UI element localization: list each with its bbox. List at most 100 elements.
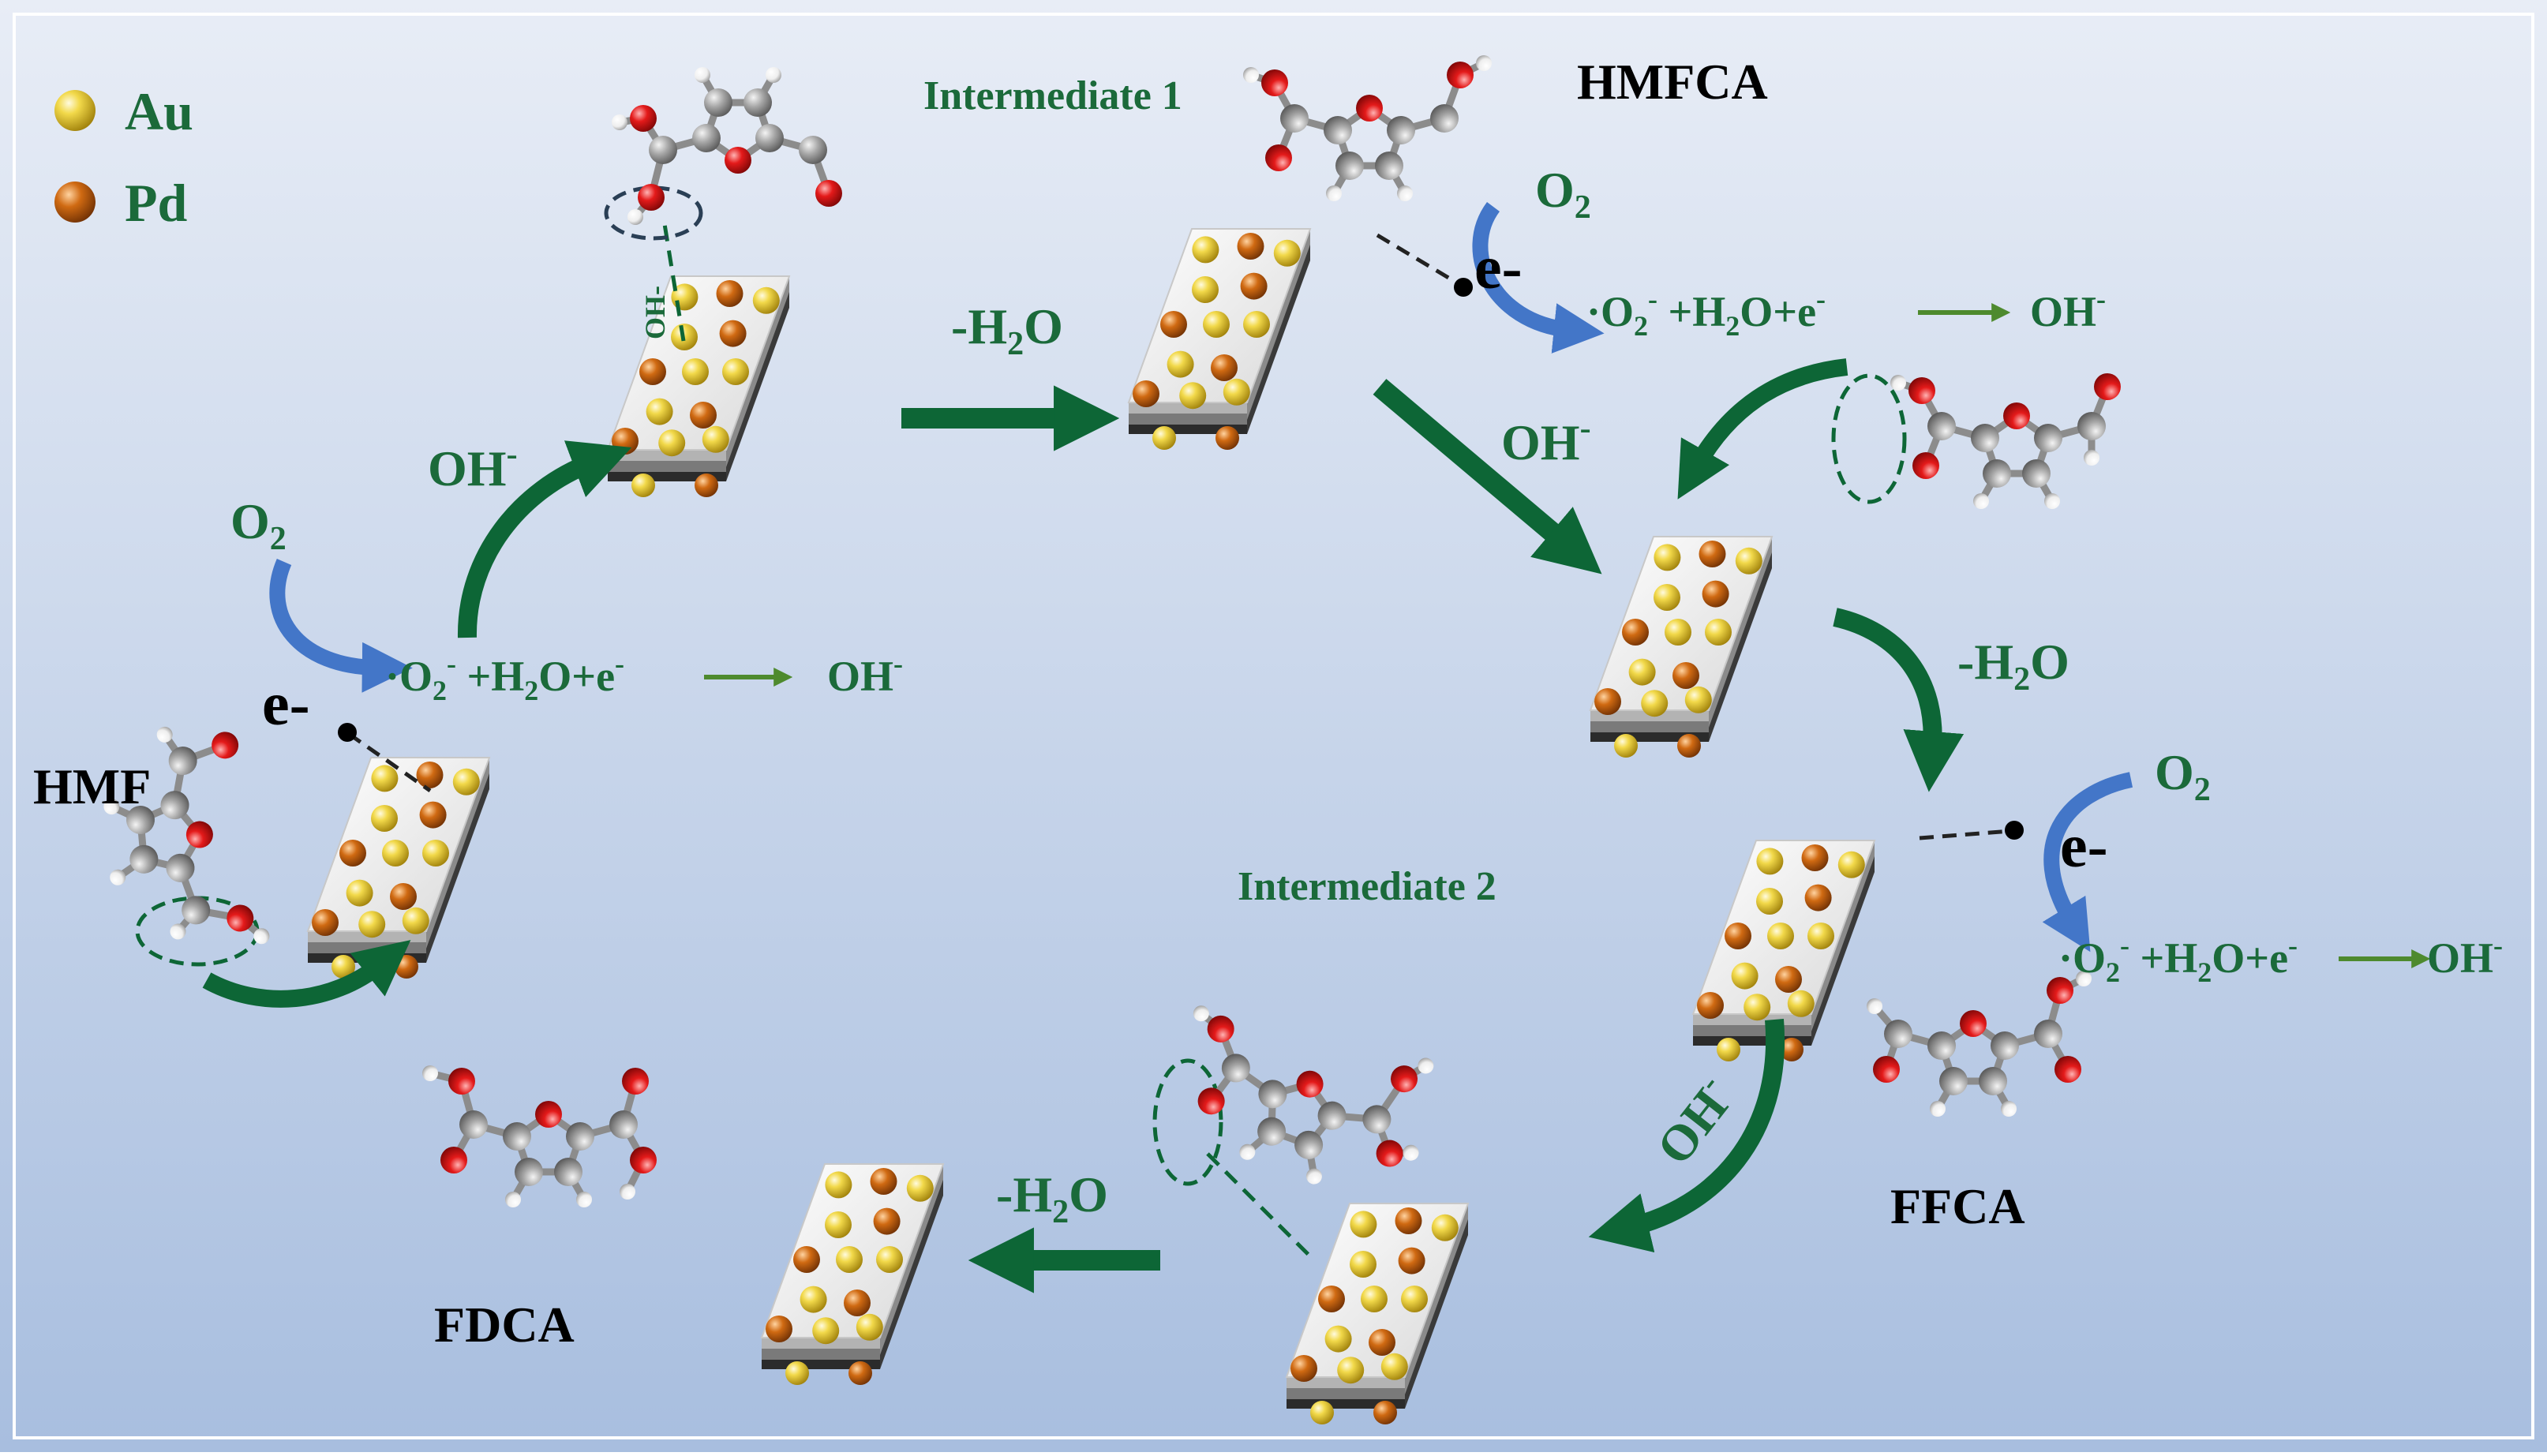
carbon-atom [1927, 412, 1956, 440]
au-atom [1735, 547, 1762, 575]
pd-atom [719, 320, 747, 347]
hydrogen-atom [253, 928, 270, 945]
arrow-oh-1 [457, 440, 632, 638]
legend: Au Pd [54, 81, 193, 233]
au-atom [856, 1313, 883, 1341]
ffca-label: FFCA [1890, 1178, 2025, 1234]
slab-hmfca-adsorbed [1589, 536, 1774, 758]
electron-dot-3 [2005, 821, 2024, 840]
hydrogen-atom [576, 1192, 592, 1207]
highlight-ellipse-1 [604, 185, 703, 241]
au-atom [631, 473, 655, 497]
oxygen-atom [1960, 1010, 1987, 1037]
ffca-molecule [1867, 971, 2092, 1117]
pd-atom [1725, 923, 1751, 949]
au-atom [1152, 426, 1176, 450]
electron-label-3: e- [2060, 811, 2108, 880]
pd-atom [1290, 1355, 1317, 1382]
pd-atom [873, 1207, 901, 1235]
carbon-atom [1324, 116, 1352, 144]
pd-atom [695, 473, 718, 497]
dehydration-label-3: -H2O [996, 1166, 1108, 1230]
oxygen-atom [440, 1147, 467, 1173]
arrow-o2-reduction-2 [1472, 202, 1605, 354]
carbon-atom [1939, 1067, 1968, 1095]
o2-base-2: O [1535, 162, 1575, 218]
slab-ffca [1691, 840, 1876, 1061]
highlight-ellipse-2 [1831, 373, 1907, 504]
eq2-oh: OH [2030, 288, 2096, 335]
eq3-water: +H [2129, 934, 2197, 982]
slab-intermediate-1 [606, 275, 791, 497]
hydrogen-atom [2084, 450, 2099, 466]
au-atom [1401, 1286, 1428, 1312]
pd-atom [1215, 426, 1239, 450]
pd-atom [848, 1361, 872, 1385]
carbon-atom [160, 791, 189, 820]
oh-base-2: OH [1501, 414, 1580, 470]
hydrogen-atom [505, 1192, 521, 1207]
intermediate-1-molecule [612, 67, 842, 225]
oh-charge-1: - [507, 436, 518, 473]
au-atom [331, 955, 355, 979]
eq2-radical: ·O [1586, 288, 1634, 335]
o2-base-1: O [230, 493, 270, 549]
highlight-ellipse-3 [1152, 1058, 1223, 1186]
h2o-prefix-3: -H [996, 1166, 1052, 1222]
oxygen-atom [638, 184, 665, 211]
eq3-radical-sup: - [2120, 930, 2129, 961]
carbon-atom [743, 88, 772, 117]
oh-charge-2: - [1580, 410, 1591, 447]
hydrogen-atom [1973, 493, 1989, 509]
hmf-label: HMF [33, 758, 151, 814]
carbon-atom [566, 1122, 594, 1151]
pd-atom [1133, 380, 1159, 407]
arrows [202, 202, 2431, 1293]
pd-atom [612, 428, 639, 455]
au-atom [371, 805, 398, 832]
h2o-prefix-1: -H [951, 298, 1007, 354]
hydrogen-atom [1418, 1057, 1434, 1074]
carbon-atom [515, 1158, 543, 1186]
eq2-radical-sup: - [1648, 283, 1657, 315]
oh-base-1: OH [428, 440, 507, 496]
hydrogen-atom [1193, 1005, 1209, 1022]
pd-atom [1804, 884, 1832, 911]
carbon-atom [799, 136, 827, 164]
eq2-water: +H [1657, 288, 1725, 335]
au-atom [702, 425, 729, 453]
electron-dot-1 [338, 723, 357, 742]
carbon-atom [1884, 1020, 1912, 1048]
carbon-atom [609, 1110, 638, 1139]
slab-side-edge-light [1709, 537, 1772, 728]
oxygen-atom [630, 1147, 657, 1173]
carbon-atom [129, 844, 159, 874]
equation-3-product: OH- [2427, 930, 2503, 982]
pd-atom [390, 883, 417, 910]
slab-side-edge-light [426, 758, 489, 949]
carbon-atom [1294, 1130, 1324, 1159]
oxygen-atom [630, 105, 657, 132]
au-atom [1350, 1251, 1377, 1278]
oxygen-atom [725, 147, 751, 174]
arrow-dehydration-2 [1833, 608, 1965, 792]
oxygen-atom [1873, 1056, 1900, 1083]
carbon-atom [704, 88, 732, 117]
arrow-oh-3 [1588, 1019, 1785, 1252]
hydrogen-atom [1305, 1168, 1322, 1185]
hydrogen-atom [1403, 1144, 1419, 1161]
pd-atom [1318, 1286, 1345, 1312]
oxygen-atom [2003, 402, 2030, 429]
au-atom [812, 1317, 840, 1345]
hydrogen-atom [1397, 185, 1413, 201]
oxygen-atom [535, 1101, 562, 1128]
au-atom [1756, 888, 1783, 915]
au-atom [1654, 544, 1681, 571]
oxygen-atom [212, 732, 239, 759]
au-atom [1192, 276, 1219, 303]
au-atom [346, 879, 373, 907]
hydrogen-atom [2044, 493, 2060, 509]
au-atom [1641, 690, 1669, 717]
intermediate-2-label: Intermediate 2 [1238, 864, 1496, 909]
